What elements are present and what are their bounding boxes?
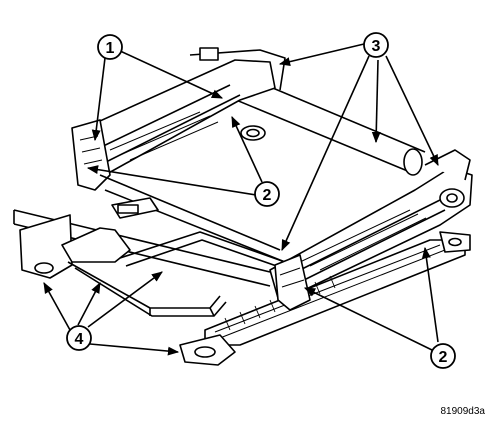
leader-4-b: [77, 282, 101, 326]
callout-2-lower-label: 2: [439, 349, 448, 366]
leader-1-left: [91, 57, 106, 142]
leader-lines: [43, 43, 439, 356]
callout-1: 1: [97, 34, 123, 60]
leader-1-right: [117, 49, 224, 99]
leader-3-a: [278, 43, 365, 67]
leader-4-c: [87, 271, 163, 328]
seat-frame-drawing: [13, 47, 473, 366]
leader-3-b: [281, 55, 370, 252]
leader-2b-right: [421, 246, 439, 343]
callout-4: 4: [66, 325, 92, 351]
center-pan-frame: [99, 174, 286, 263]
leader-4-a: [43, 282, 71, 331]
leader-3-c: [371, 59, 381, 144]
left-track-assembly: [79, 47, 286, 181]
callout-2-lower: 2: [430, 343, 456, 369]
callout-2-upper: 2: [254, 181, 280, 207]
leader-3-d: [385, 55, 439, 167]
callout-2-upper-label: 2: [263, 187, 272, 204]
right-slide-rail: [179, 231, 471, 366]
figure-id: 81909d3a: [440, 406, 486, 417]
callout-3-label: 3: [372, 38, 381, 55]
right-front-riser: [274, 254, 311, 311]
tubular-lower-frame: [61, 227, 289, 317]
leader-4-d: [89, 343, 180, 356]
callout-4-label: 4: [75, 331, 84, 348]
leader-2a-left: [86, 165, 257, 196]
callout-3: 3: [363, 32, 389, 58]
leader-2a-right: [231, 115, 263, 183]
leader-2b-left: [303, 287, 433, 351]
right-track-assembly: [269, 149, 473, 299]
callout-1-label: 1: [106, 40, 115, 57]
